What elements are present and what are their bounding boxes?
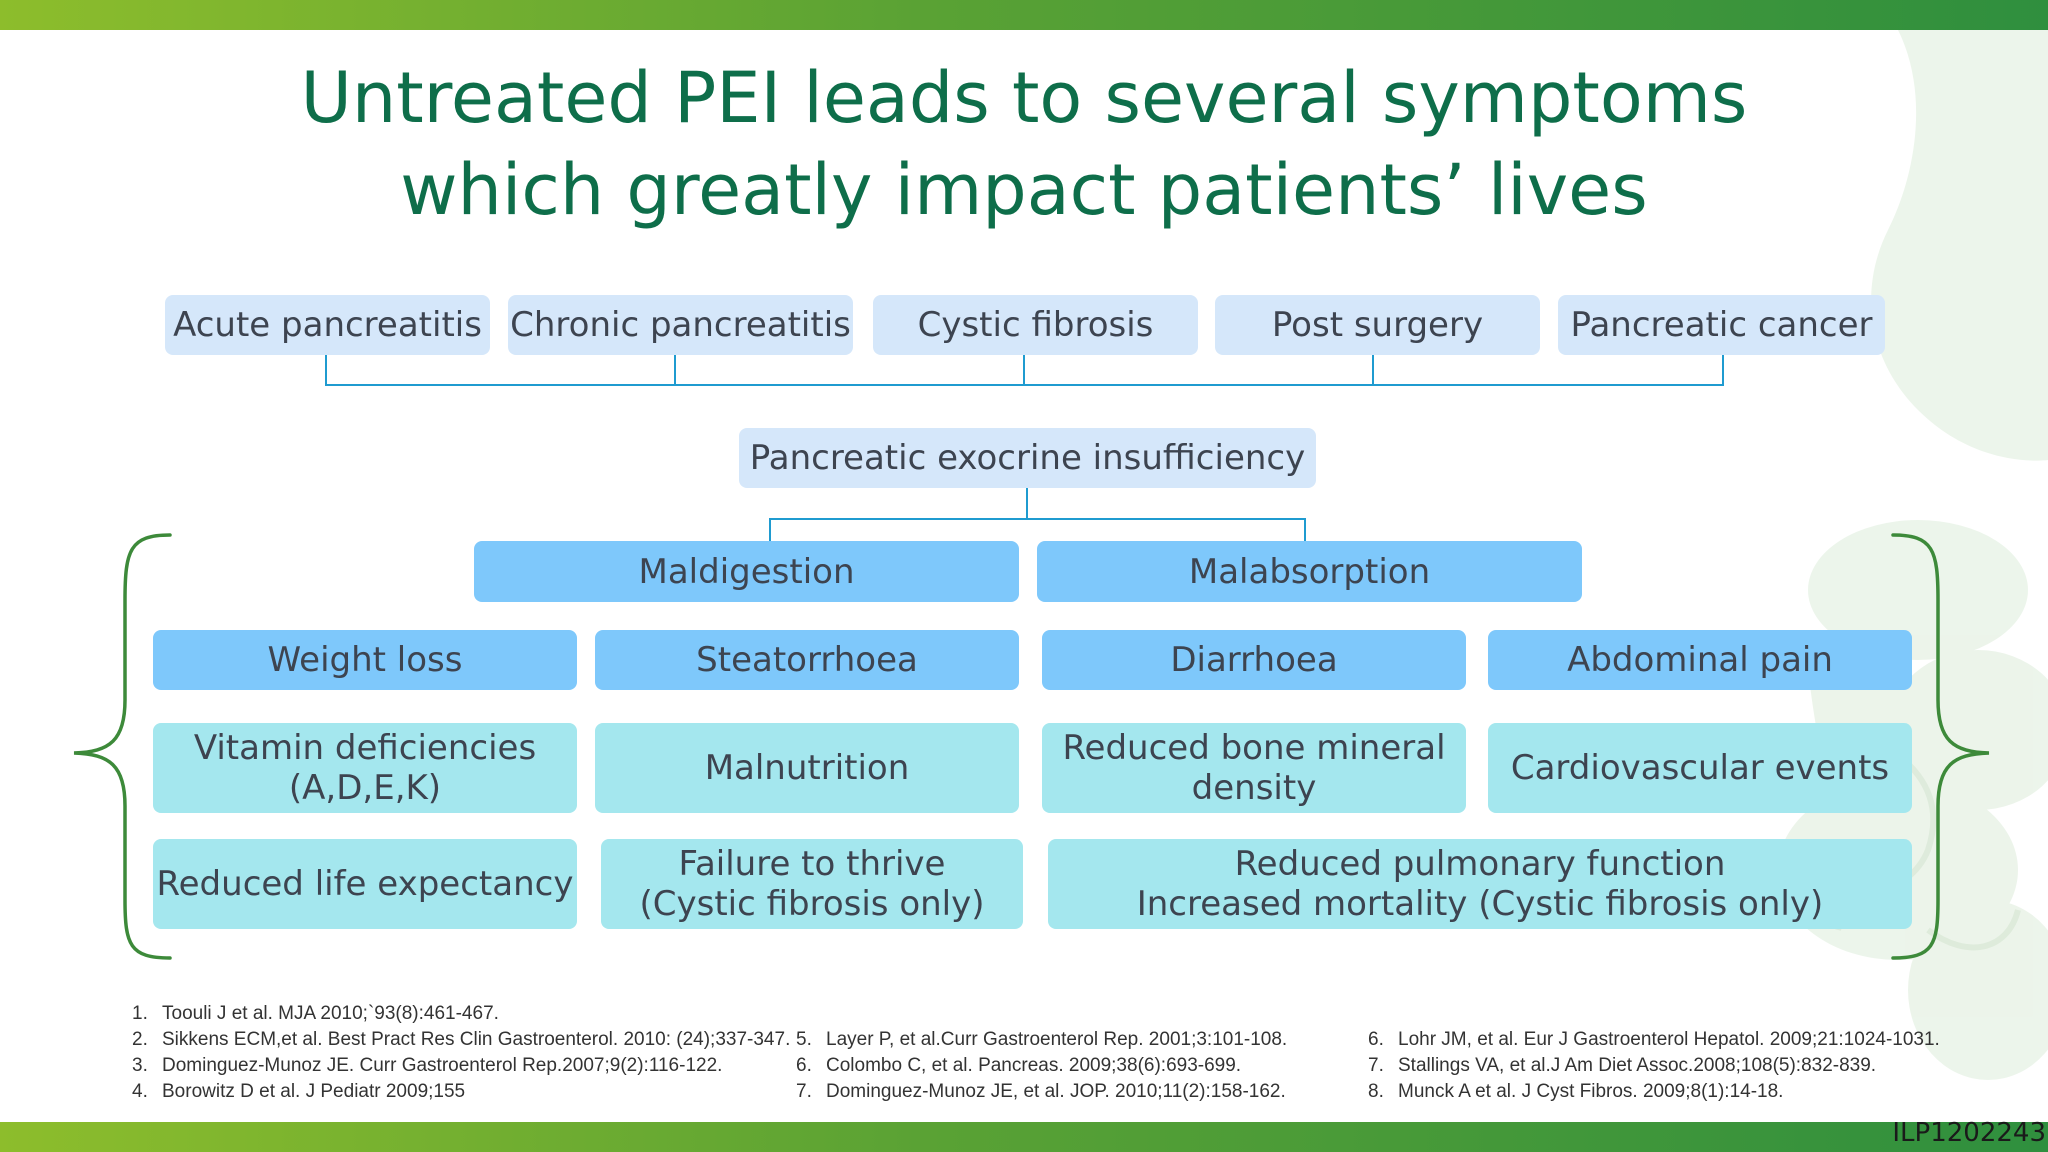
reference-item: 7.Stallings VA, et al.J Am Diet Assoc.20… bbox=[1368, 1055, 1877, 1076]
reference-item: 7.Dominguez-Munoz JE, et al. JOP. 2010;1… bbox=[796, 1081, 1286, 1102]
references-column-2: 5.Layer P, et al.Curr Gastroenterol Rep.… bbox=[796, 1027, 1287, 1105]
cause-chronic-pancreatitis: Chronic pancreatitis bbox=[508, 295, 853, 355]
reference-item: 3.Dominguez-Munoz JE. Curr Gastroenterol… bbox=[132, 1055, 723, 1076]
malabsorption-box: Malabsorption bbox=[1037, 541, 1582, 602]
reference-item: 6.Lohr JM, et al. Eur J Gastroenterol He… bbox=[1368, 1029, 1940, 1050]
consequence-malnutrition: Malnutrition bbox=[595, 723, 1019, 813]
reference-item: 6.Colombo C, et al. Pancreas. 2009;38(6)… bbox=[796, 1055, 1242, 1076]
consequence-failure-to-thrive: Failure to thrive(Cystic fibrosis only) bbox=[601, 839, 1023, 929]
symptom-abdominal-pain: Abdominal pain bbox=[1488, 630, 1912, 690]
reference-item: 2.Sikkens ECM,et al. Best Pract Res Clin… bbox=[132, 1029, 791, 1050]
cause-post-surgery: Post surgery bbox=[1215, 295, 1540, 355]
references-column-3: 6.Lohr JM, et al. Eur J Gastroenterol He… bbox=[1368, 1027, 1940, 1105]
references-column-1: 1.Toouli J et al. MJA 2010;`93(8):461-46… bbox=[132, 1001, 790, 1105]
bottom-accent-bar bbox=[0, 1122, 2048, 1152]
slide-title: Untreated PEI leads to several symptoms … bbox=[0, 52, 2048, 236]
cause-cystic-fibrosis: Cystic fibrosis bbox=[873, 295, 1198, 355]
maldigestion-box: Maldigestion bbox=[474, 541, 1019, 602]
cause-pancreatic-cancer: Pancreatic cancer bbox=[1558, 295, 1885, 355]
title-line-2: which greatly impact patients’ lives bbox=[400, 149, 1648, 231]
symptom-weight-loss: Weight loss bbox=[153, 630, 577, 690]
symptom-steatorrhoea: Steatorrhoea bbox=[595, 630, 1019, 690]
symptom-diarrhoea: Diarrhoea bbox=[1042, 630, 1466, 690]
consequence-vitamin-deficiencies: Vitamin deficiencies(A,D,E,K) bbox=[153, 723, 577, 813]
consequence-cardiovascular-events: Cardiovascular events bbox=[1488, 723, 1912, 813]
title-line-1: Untreated PEI leads to several symptoms bbox=[300, 57, 1748, 139]
top-accent-bar bbox=[0, 0, 2048, 30]
reference-item: 4.Borowitz D et al. J Pediatr 2009;155 bbox=[132, 1081, 466, 1102]
document-code: ILP1202243 bbox=[1892, 1118, 2046, 1148]
cause-acute-pancreatitis: Acute pancreatitis bbox=[165, 295, 490, 355]
reference-item: 1.Toouli J et al. MJA 2010;`93(8):461-46… bbox=[132, 1003, 499, 1024]
consequence-reduced-life-expectancy: Reduced life expectancy bbox=[153, 839, 577, 929]
reference-item: 5.Layer P, et al.Curr Gastroenterol Rep.… bbox=[796, 1029, 1288, 1050]
reference-item: 8.Munck A et al. J Cyst Fibros. 2009;8(1… bbox=[1368, 1081, 1784, 1102]
pancreatic-exocrine-insufficiency-box: Pancreatic exocrine insufficiency bbox=[739, 428, 1316, 488]
